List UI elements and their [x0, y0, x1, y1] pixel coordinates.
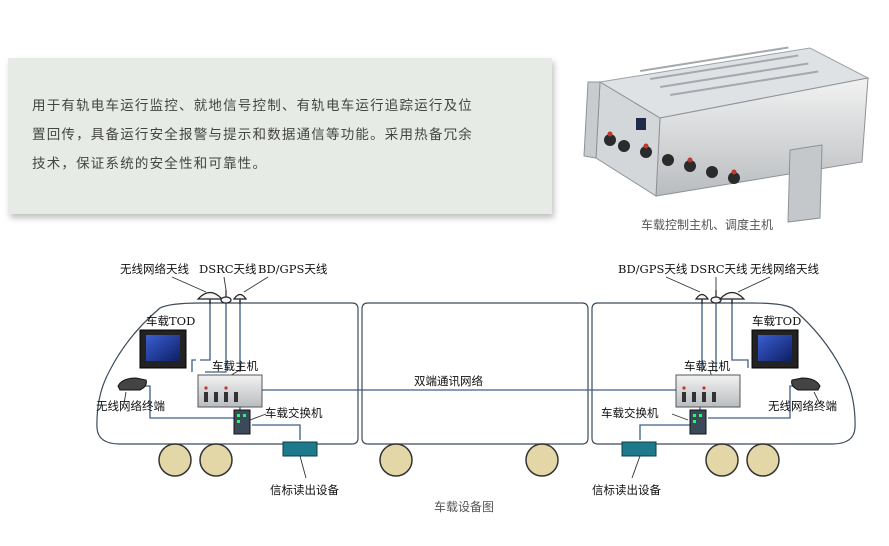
- label-left-wireless-antenna: 无线网络天线: [120, 262, 189, 276]
- intro-line-2: 置回传，具备运行安全报警与提示和数据通信等功能。采用热备冗余: [32, 127, 473, 143]
- wheel: [705, 443, 739, 477]
- antennas: [196, 290, 746, 304]
- train-body: [96, 302, 856, 445]
- host-product-image: [583, 46, 870, 223]
- wireless-antenna-icon: [196, 291, 224, 304]
- intro-line-3: 技术，保证系统的安全性和可靠性。: [32, 156, 268, 172]
- label-left-bdgps-antenna: BD/GPS天线: [258, 262, 328, 276]
- intro-panel: [8, 58, 552, 214]
- wheel: [746, 443, 780, 477]
- intro-text: 用于有轨电车运行监控、就地信号控制、有轨电车运行追踪运行及位 置回传，具备运行安…: [32, 92, 532, 179]
- label-right-switch: 车载交换机: [601, 406, 659, 420]
- wireless-antenna-icon: [718, 291, 746, 304]
- label-left-switch: 车载交换机: [265, 406, 323, 420]
- train-car-middle: [361, 302, 589, 445]
- wireless-terminal-icon: [791, 377, 821, 391]
- leader-lines: [123, 276, 821, 479]
- intro-line-1: 用于有轨电车运行监控、就地信号控制、有轨电车运行追踪运行及位: [32, 98, 473, 114]
- label-right-host: 车载主机: [684, 359, 730, 373]
- label-left-dsrc-antenna: DSRC天线: [199, 262, 257, 276]
- wheel: [379, 443, 413, 477]
- label-left-wireless-terminal: 无线网络终端: [96, 399, 165, 413]
- wheel: [199, 443, 233, 477]
- host-unit-icon: [675, 374, 741, 408]
- wireless-terminal-icon: [117, 377, 147, 391]
- beacon-reader-icon: [282, 441, 318, 457]
- label-right-dsrc-antenna: DSRC天线: [690, 262, 748, 276]
- label-left-beacon-reader: 信标读出设备: [270, 483, 339, 497]
- tod-display-icon: [139, 329, 187, 369]
- beacon-reader-icon: [621, 441, 657, 457]
- label-left-host: 车载主机: [212, 359, 258, 373]
- wheels: [158, 443, 780, 477]
- host-unit-icon: [197, 374, 263, 408]
- label-left-tod: 车载TOD: [146, 314, 195, 328]
- dsrc-antenna-icon: [220, 290, 232, 304]
- label-right-beacon-reader: 信标读出设备: [592, 483, 661, 497]
- label-right-bdgps-antenna: BD/GPS天线: [618, 262, 688, 276]
- tod-display-icon: [751, 329, 799, 369]
- train-car-left: [96, 302, 359, 445]
- label-right-tod: 车载TOD: [752, 314, 801, 328]
- product-caption: 车载控制主机、调度主机: [641, 218, 774, 232]
- bdgps-antenna-icon: [232, 293, 248, 304]
- label-right-wireless-terminal: 无线网络终端: [768, 399, 837, 413]
- wheel: [525, 443, 559, 477]
- label-center-network: 双端通讯网络: [414, 374, 483, 388]
- diagram-caption: 车载设备图: [434, 500, 495, 514]
- dsrc-antenna-icon: [710, 290, 722, 304]
- wheel: [158, 443, 192, 477]
- bdgps-antenna-icon: [694, 293, 710, 304]
- switch-icon: [233, 409, 251, 435]
- switch-icon: [689, 409, 707, 435]
- train-car-right: [591, 302, 856, 445]
- label-right-wireless-antenna: 无线网络天线: [750, 262, 819, 276]
